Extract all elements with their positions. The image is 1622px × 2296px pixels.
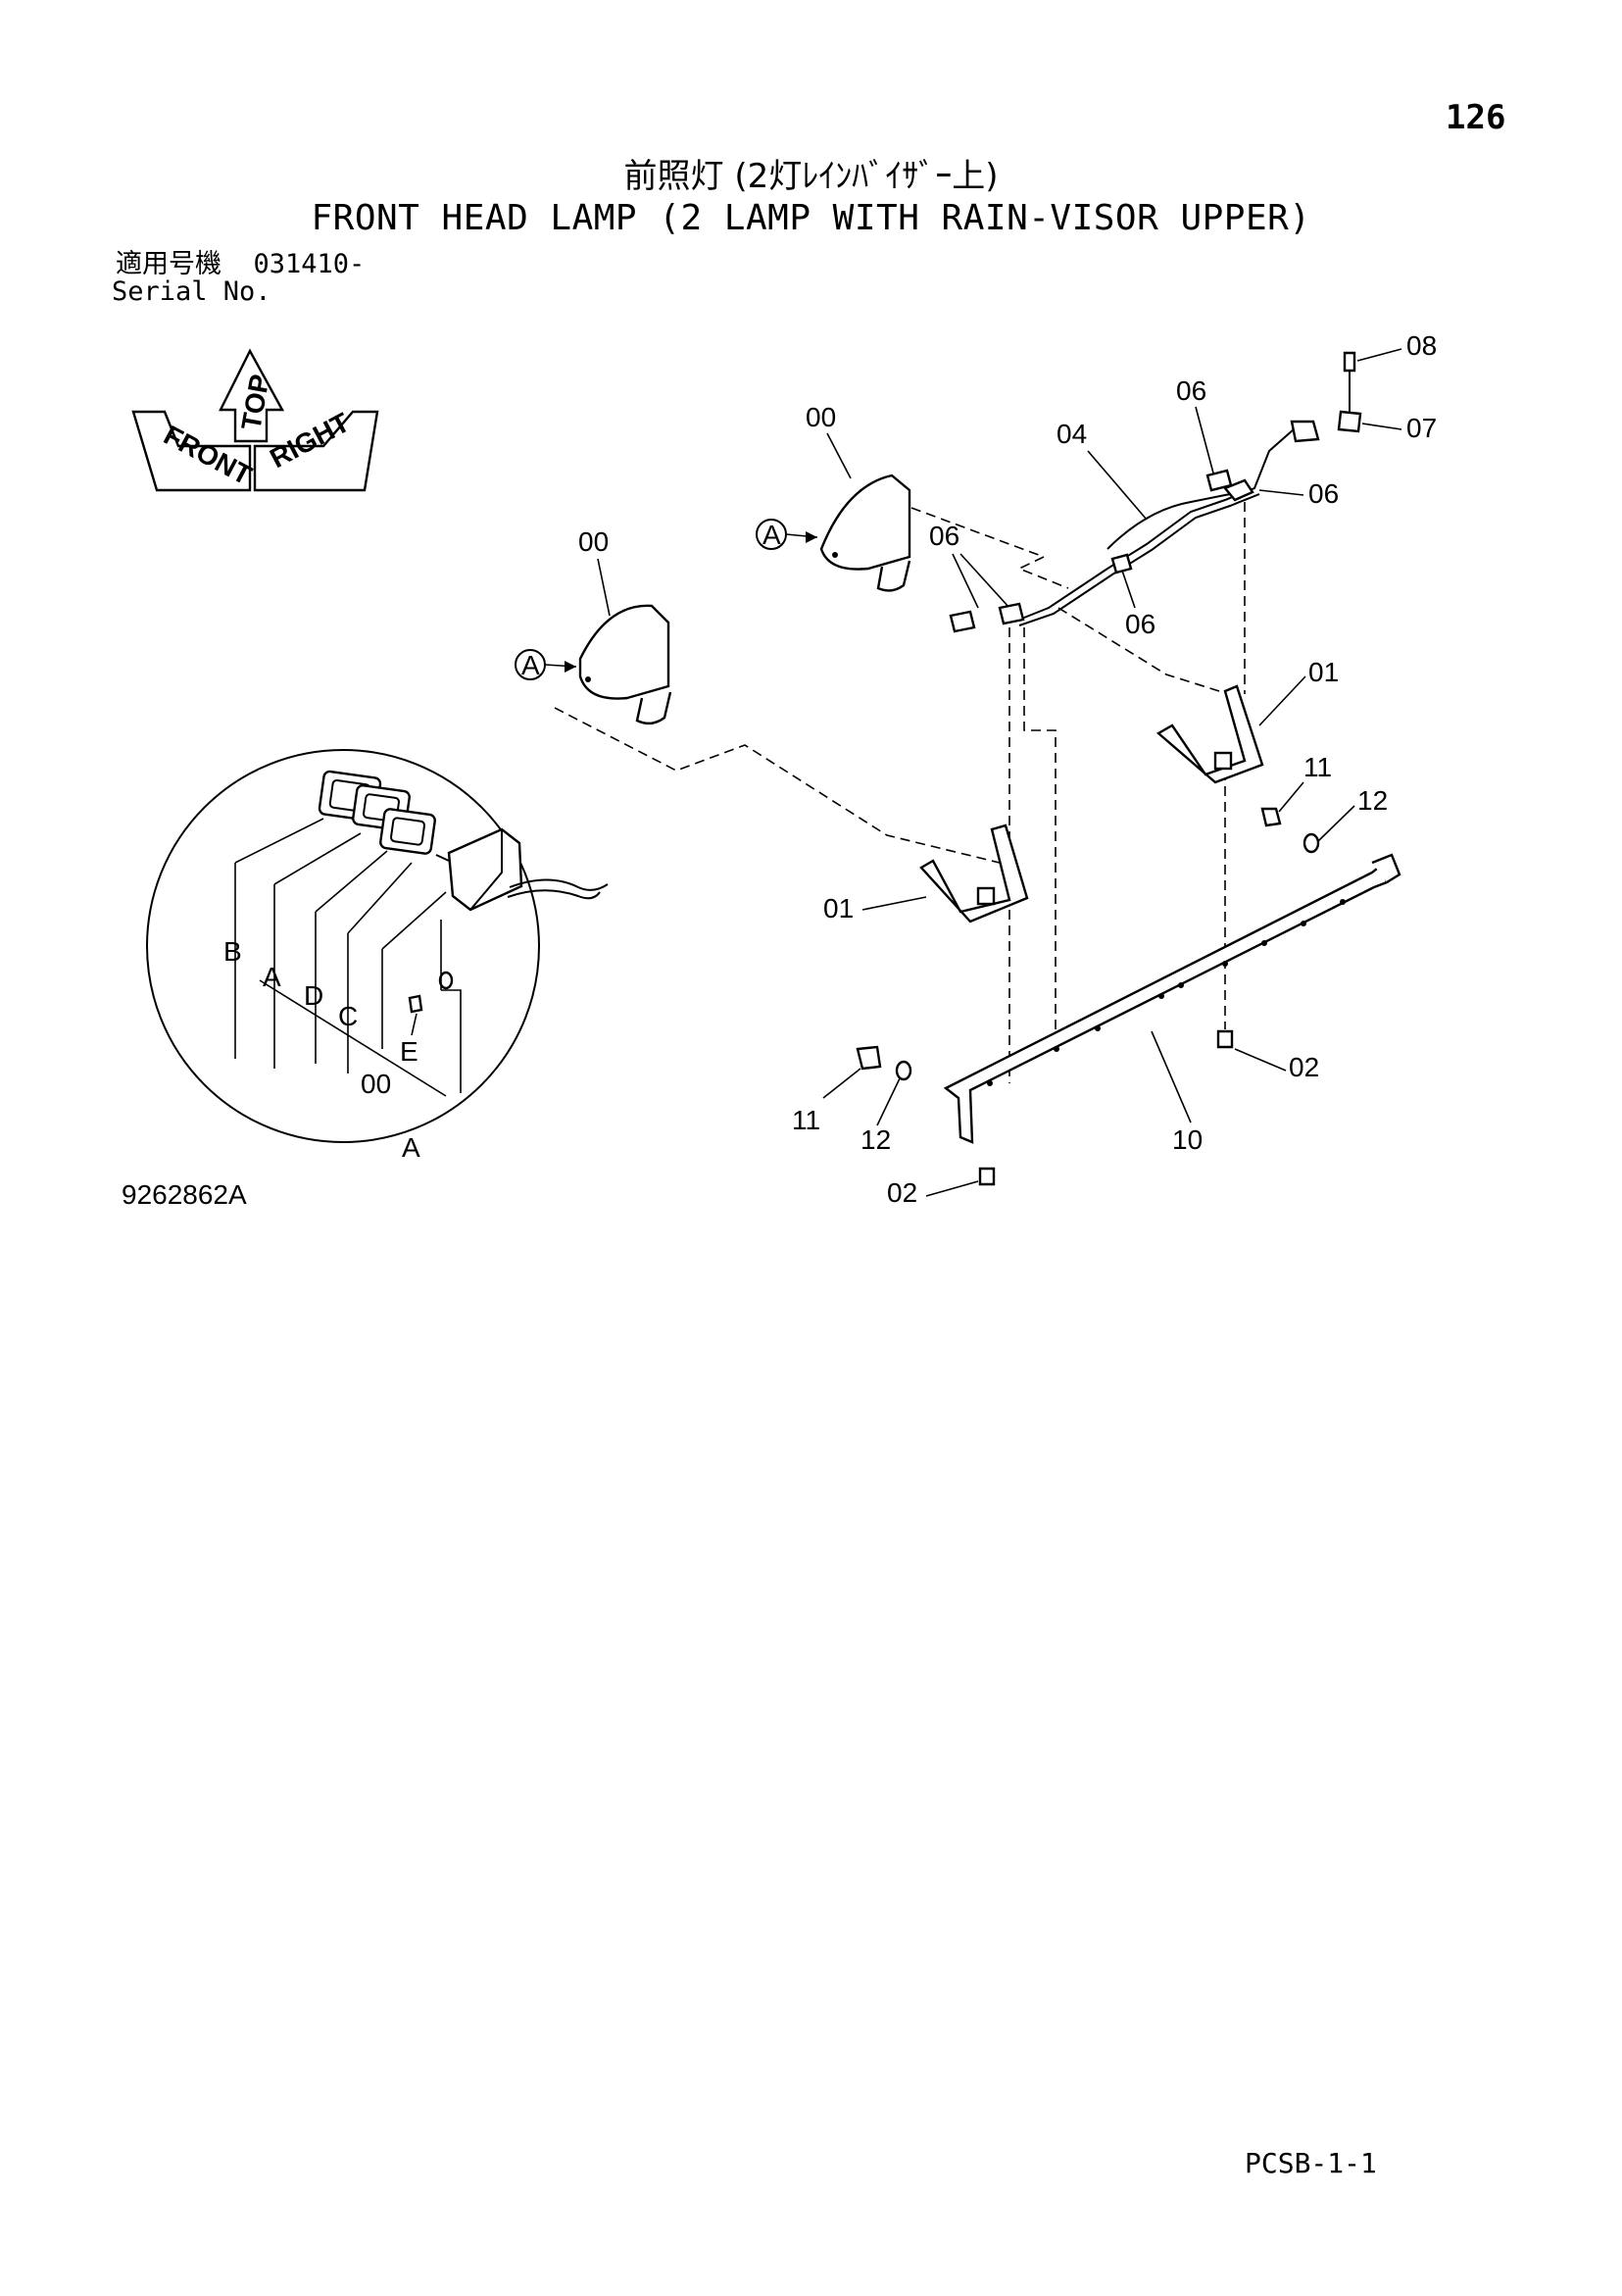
callout-clip-top: 06	[1176, 375, 1206, 406]
title-japanese: 前照灯 (2灯ﾚｲﾝﾊﾞｲｻﾞｰ上)	[623, 157, 999, 196]
callout-head-lamp-right: 00	[806, 402, 836, 432]
callout-bar: 10	[1172, 1124, 1203, 1155]
footer-code: PCSB-1-1	[1245, 2147, 1377, 2179]
connector-screw: 08 07	[1337, 330, 1437, 443]
bracket-left: 01	[823, 824, 1029, 923]
top-arrow	[219, 348, 285, 443]
callout-clip-right: 06	[1308, 478, 1339, 509]
callout-bolt-right: 02	[1289, 1052, 1319, 1082]
wire-harness: 04	[1018, 419, 1320, 626]
callout-clip-left: 06	[929, 521, 959, 551]
orientation-symbol: TOP FRONT RIGHT	[131, 348, 379, 492]
callout-clip-mid: 06	[1125, 609, 1155, 639]
drawing-number: 9262862A	[122, 1179, 247, 1210]
title-english: FRONT HEAD LAMP (2 LAMP WITH RAIN-VISOR …	[311, 198, 1311, 238]
serial-value: 031410-	[253, 249, 366, 279]
detail-circle	[146, 749, 540, 1143]
serial-label-japanese: 適用号機	[116, 249, 221, 279]
serial-label-english: Serial No.	[112, 276, 271, 307]
right-arrow	[253, 410, 379, 492]
callout-bolt2-upper: 11	[1303, 752, 1332, 782]
callout-connector: 07	[1406, 413, 1437, 443]
detail-view-a: B A D C E 00 A	[146, 749, 609, 1163]
callout-head-lamp-left: 00	[578, 526, 609, 557]
view-ref-a-label: A	[521, 650, 540, 680]
callout-washer-upper: 12	[1357, 785, 1388, 816]
assembly-lines	[554, 502, 1246, 1083]
callout-bolt2-lower: 11	[792, 1105, 820, 1135]
clips: 06 06 06 06	[929, 375, 1339, 639]
detail-part-e: E	[400, 1036, 418, 1067]
head-lamp-right: A 00	[756, 402, 911, 592]
front-arrow	[131, 410, 252, 492]
detail-part-c: C	[338, 1001, 358, 1031]
page-number: 126	[1446, 98, 1506, 137]
callout-screw: 08	[1406, 330, 1437, 361]
mounting-bar: 10	[943, 853, 1401, 1155]
detail-part-00: 00	[361, 1069, 391, 1099]
callout-bracket-left: 01	[823, 893, 854, 923]
callout-bracket-right: 01	[1308, 657, 1339, 687]
fasteners: 02 02 11 12 11 12	[792, 752, 1388, 1208]
callout-harness: 04	[1057, 419, 1087, 449]
detail-part-d: D	[304, 980, 323, 1011]
head-lamp-left: A 00	[515, 526, 672, 725]
view-ref-a-label-2: A	[762, 520, 781, 550]
serial-block: 適用号機 031410- Serial No.	[112, 249, 366, 306]
callout-bolt-bottom: 02	[887, 1177, 917, 1208]
detail-ref-a: A	[402, 1132, 420, 1163]
bracket-right: 01	[1155, 657, 1339, 784]
detail-part-b: B	[223, 936, 242, 967]
detail-part-a: A	[263, 962, 281, 992]
callout-washer-lower: 12	[860, 1124, 891, 1155]
